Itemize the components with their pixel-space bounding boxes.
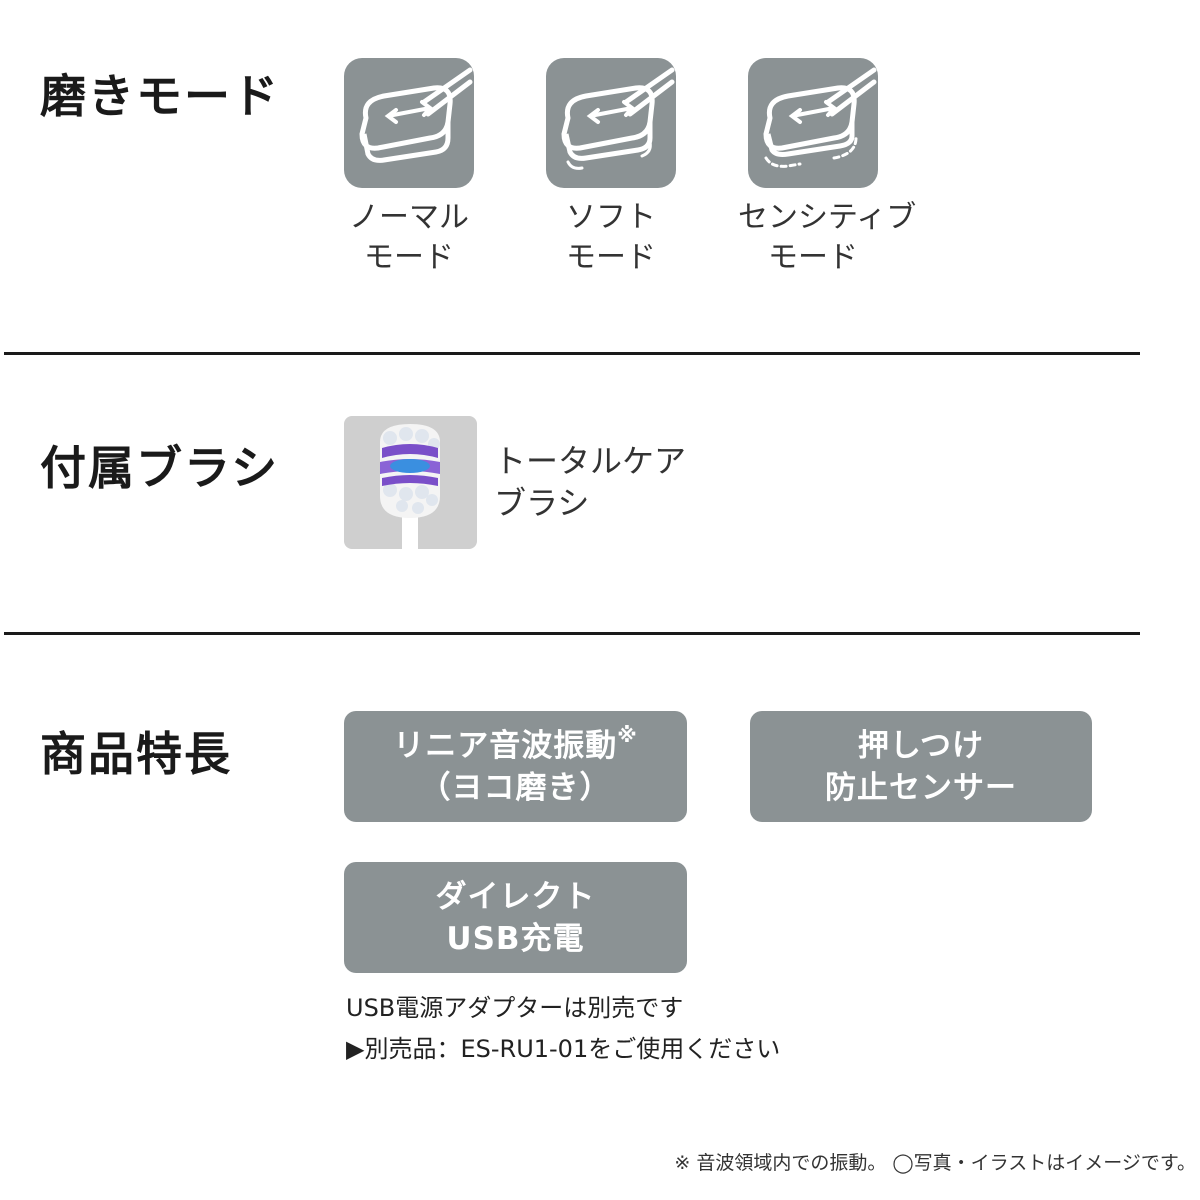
- mode-soft-label-2: モード: [566, 240, 656, 275]
- usb-adapter-note: USB電源アダプターは別売です: [346, 994, 684, 1022]
- mode-normal-label-2: モード: [364, 240, 454, 275]
- feature-linear-sonic: リニア音波振動※ （ヨコ磨き）: [344, 711, 687, 822]
- feature-pressure-sensor-line1: 押しつけ: [857, 727, 985, 764]
- feature-usb-charging: ダイレクト USB充電: [344, 862, 687, 973]
- feature-pressure-sensor: 押しつけ 防止センサー: [750, 711, 1092, 822]
- section-divider-2: [4, 632, 1140, 635]
- soft-mode-brush-icon: [546, 58, 676, 188]
- mode-normal-label-1: ノーマル: [349, 200, 469, 235]
- sensitive-mode-brush-icon: [748, 58, 878, 188]
- feature-footnote-mark: ※: [617, 722, 638, 747]
- feature-linear-sonic-line2: （ヨコ磨き）: [419, 769, 612, 806]
- brush-label-1: トータルケア: [494, 442, 687, 480]
- mode-normal: ノーマル モード: [334, 58, 484, 278]
- feature-linear-sonic-line1: リニア音波振動: [393, 727, 618, 764]
- normal-mode-brush-icon: [344, 58, 474, 188]
- total-care-brush-image: [344, 416, 477, 549]
- mode-soft-label-1: ソフト: [566, 200, 656, 235]
- mode-sensitive-label-2: モード: [768, 240, 858, 275]
- feature-usb-charging-line2: USB充電: [446, 920, 585, 957]
- brush-heading: 付属ブラシ: [40, 441, 280, 495]
- mode-sensitive-label-1: センシティブ: [738, 200, 917, 235]
- mode-sensitive: センシティブ モード: [738, 58, 917, 278]
- feature-pressure-sensor-line2: 防止センサー: [825, 769, 1017, 806]
- modes-heading: 磨きモード: [40, 69, 280, 123]
- feature-usb-charging-line1: ダイレクト: [435, 878, 596, 915]
- section-divider-1: [4, 352, 1140, 355]
- brush-label-2: ブラシ: [494, 484, 590, 522]
- footnote: ※ 音波領域内での振動。 ◯写真・イラストはイメージです。: [674, 1152, 1196, 1174]
- accessory-note: ▶別売品：ES-RU1-01をご使用ください: [346, 1035, 781, 1063]
- features-heading: 商品特長: [40, 727, 232, 781]
- mode-soft: ソフト モード: [536, 58, 686, 278]
